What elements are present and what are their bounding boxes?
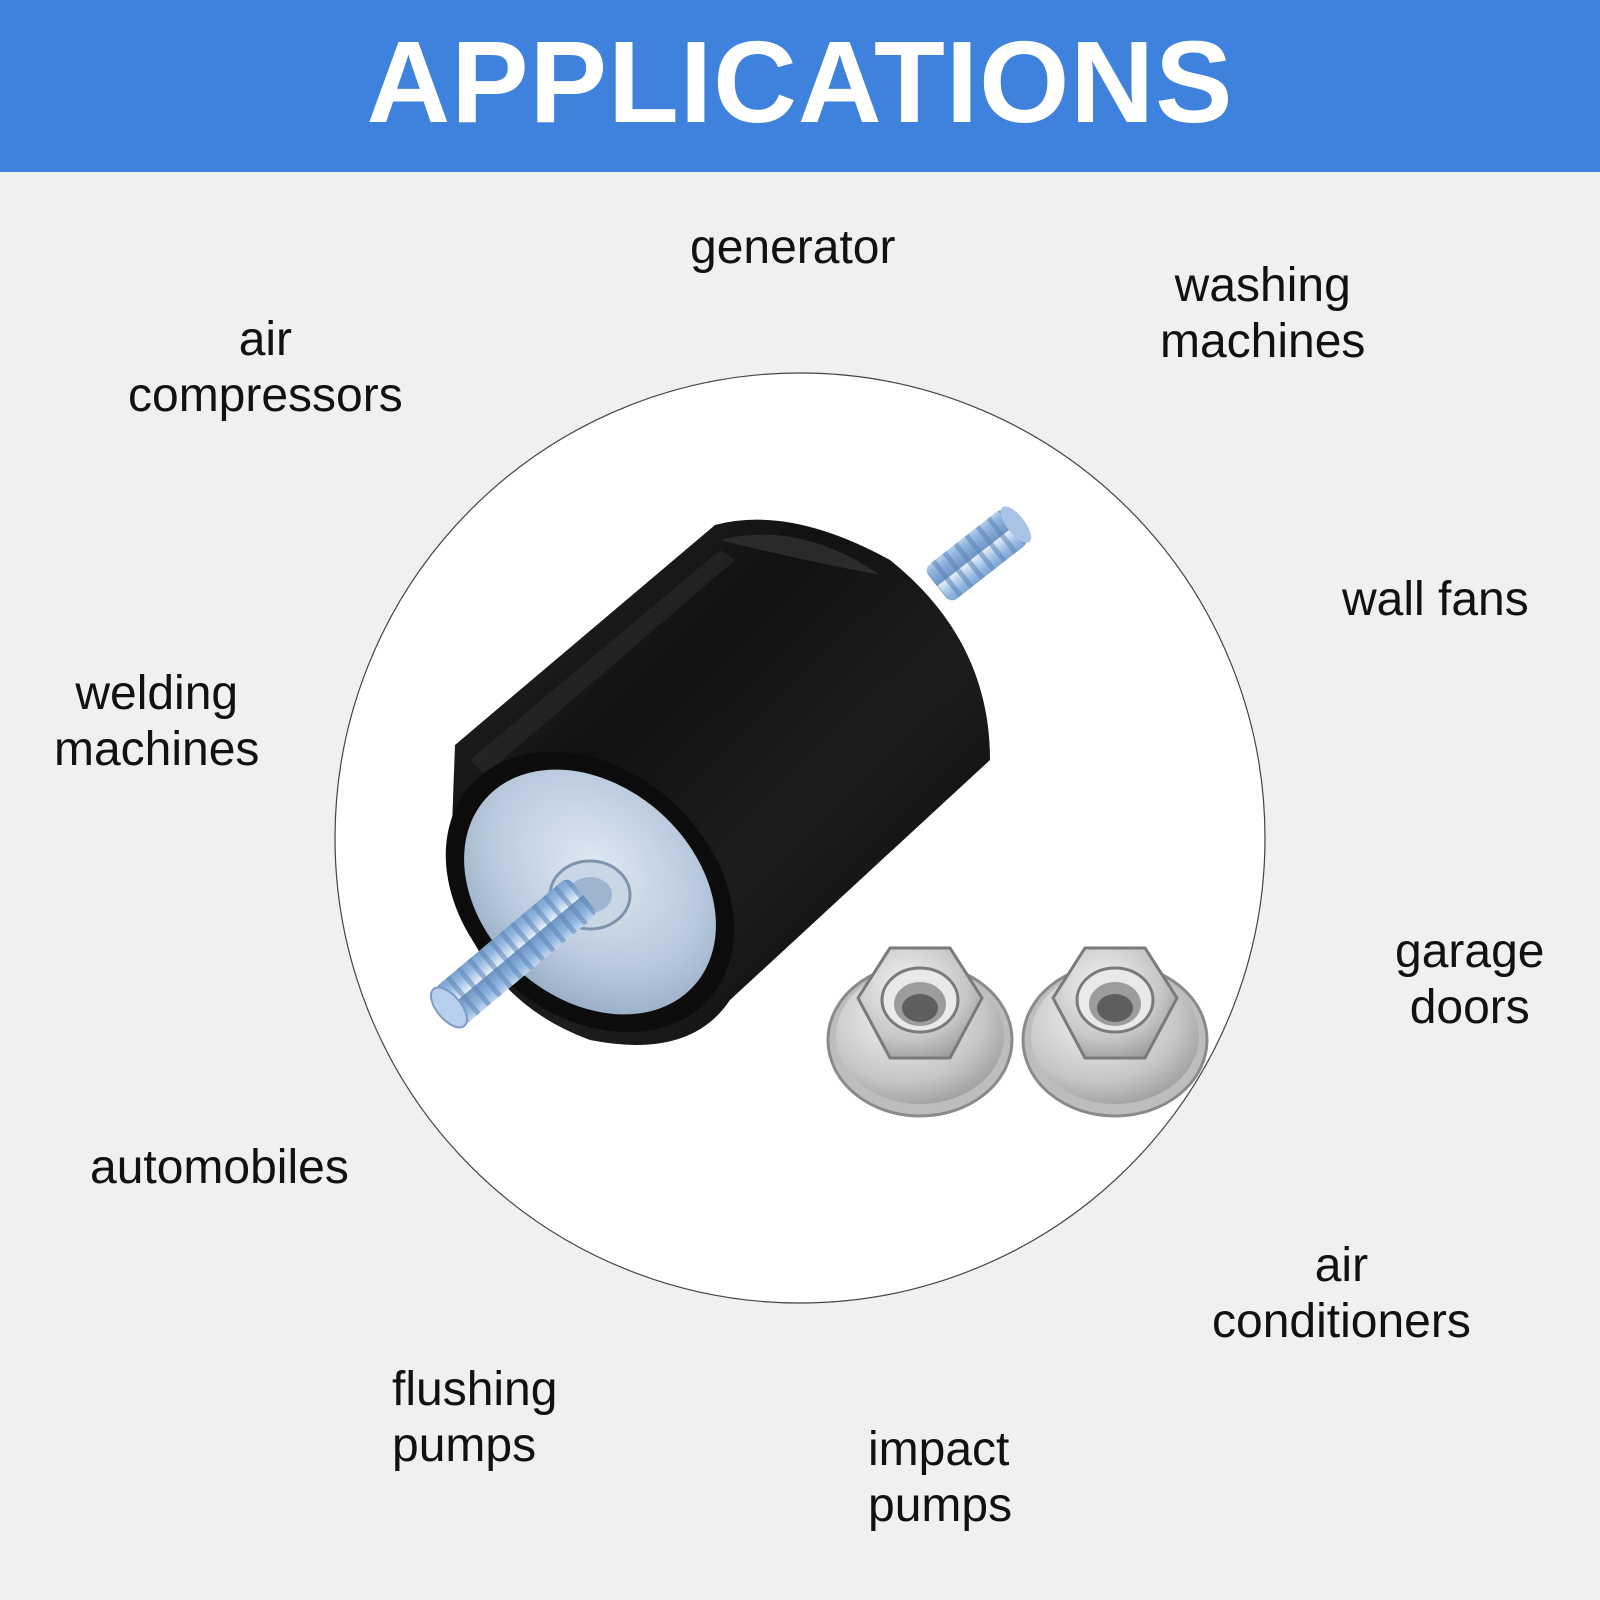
label-line: machines xyxy=(54,723,260,776)
flange-nut-left xyxy=(826,946,1014,1118)
label-flushing-pumps: flushing pumps xyxy=(392,1362,557,1474)
label-line: conditioners xyxy=(1212,1295,1471,1348)
label-line: automobiles xyxy=(90,1141,349,1194)
label-line: air xyxy=(238,313,293,366)
label-line: generator xyxy=(690,221,896,274)
label-wall-fans: wall fans xyxy=(1342,572,1529,628)
label-welding-machines: welding machines xyxy=(54,666,259,778)
label-line: pumps xyxy=(868,1479,1013,1532)
flange-nut-right xyxy=(1021,946,1209,1118)
front-threaded-stud xyxy=(429,859,632,1029)
label-line: flushing xyxy=(392,1363,558,1416)
label-automobiles: automobiles xyxy=(90,1140,349,1196)
label-line: impact xyxy=(868,1423,1010,1476)
label-air-compressors: air compressors xyxy=(128,312,403,424)
label-garage-doors: garage doors xyxy=(1395,924,1544,1036)
label-line: washing xyxy=(1174,259,1351,312)
label-generator: generator xyxy=(690,220,895,276)
header-banner: APPLICATIONS xyxy=(0,0,1600,172)
label-air-conditioners: air conditioners xyxy=(1212,1238,1471,1350)
label-line: compressors xyxy=(128,369,403,422)
label-line: doors xyxy=(1409,981,1530,1034)
label-line: welding xyxy=(75,667,239,720)
label-line: pumps xyxy=(392,1419,537,1472)
top-threaded-stud xyxy=(926,506,1032,601)
label-line: wall fans xyxy=(1342,573,1529,626)
label-line: garage xyxy=(1395,925,1545,978)
label-line: air xyxy=(1314,1239,1369,1292)
label-washing-machines: washing machines xyxy=(1160,258,1365,370)
label-impact-pumps: impact pumps xyxy=(868,1422,1012,1534)
label-line: machines xyxy=(1160,315,1366,368)
page-title: APPLICATIONS xyxy=(366,17,1234,147)
